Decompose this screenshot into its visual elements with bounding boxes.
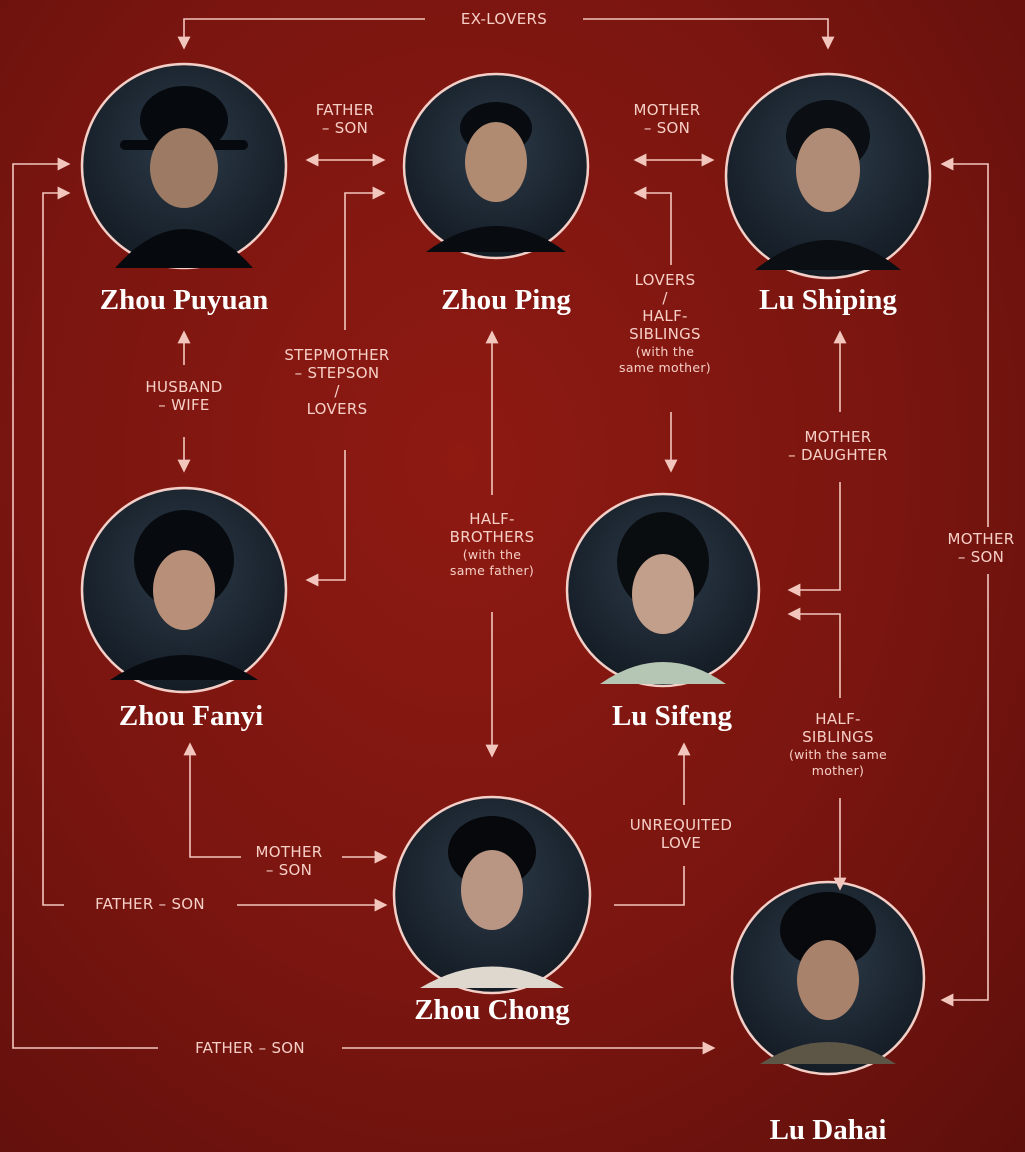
line-shiping-dahai-bottom [940, 574, 989, 1007]
line-fanyi-ping-bottom [305, 450, 346, 587]
label-fanyi-chong: MOTHER – SON [255, 843, 323, 879]
label-ping-chong: HALF- BROTHERS (with the same father) [449, 510, 535, 578]
name-lu-dahai: Lu Dahai [769, 1114, 887, 1146]
line-puyuan-chong-left [42, 186, 71, 906]
line-shiping-sifeng-bottom [787, 482, 841, 597]
name-zhou-chong: Zhou Chong [414, 994, 570, 1026]
label-puyuan-ping: FATHER – SON [315, 101, 375, 137]
label-puyuan-fanyi: HUSBAND – WIFE [145, 378, 223, 414]
line-sifeng-dahai-top [787, 607, 841, 698]
name-zhou-puyuan: Zhou Puyuan [99, 284, 269, 316]
portrait-lu-sifeng [565, 492, 761, 688]
line-puyuan-dahai-left [12, 157, 158, 1049]
portrait-zhou-ping [402, 72, 590, 260]
label-sifeng-dahai: HALF- SIBLINGS (with the same mother) [788, 710, 888, 778]
line-ping-sifeng-top [633, 186, 672, 265]
line-chong-sifeng-bottom [614, 866, 685, 906]
name-zhou-ping: Zhou Ping [441, 284, 571, 316]
name-lu-shiping: Lu Shiping [759, 284, 897, 316]
label-chong-sifeng: UNREQUITED LOVE [629, 816, 733, 852]
line-shiping-dahai-top [940, 157, 989, 527]
label-ex-lovers: EX-LOVERS [460, 10, 548, 28]
line-ex-lovers-left [177, 18, 425, 50]
label-ping-sifeng: LOVERS / HALF- SIBLINGS (with the same m… [619, 271, 711, 375]
label-fanyi-ping: STEPMOTHER – STEPSON / LOVERS [284, 346, 390, 418]
label-shiping-dahai: MOTHER – SON [947, 530, 1015, 566]
label-ping-shiping: MOTHER – SON [633, 101, 701, 137]
label-puyuan-dahai: FATHER – SON [195, 1039, 305, 1057]
portrait-zhou-chong [392, 795, 592, 995]
portrait-zhou-puyuan [80, 62, 288, 270]
label-puyuan-chong: FATHER – SON [95, 895, 205, 913]
name-lu-sifeng: Lu Sifeng [611, 700, 733, 732]
portrait-lu-dahai [730, 880, 926, 1076]
name-zhou-fanyi: Zhou Fanyi [118, 700, 264, 732]
line-ex-lovers-right [583, 18, 835, 50]
label-shiping-sifeng: MOTHER – DAUGHTER [788, 428, 888, 464]
line-fanyi-ping-top [344, 186, 386, 330]
line-fanyi-chong-left [183, 742, 241, 858]
portrait-lu-shiping [724, 72, 932, 280]
portrait-zhou-fanyi [80, 486, 288, 694]
